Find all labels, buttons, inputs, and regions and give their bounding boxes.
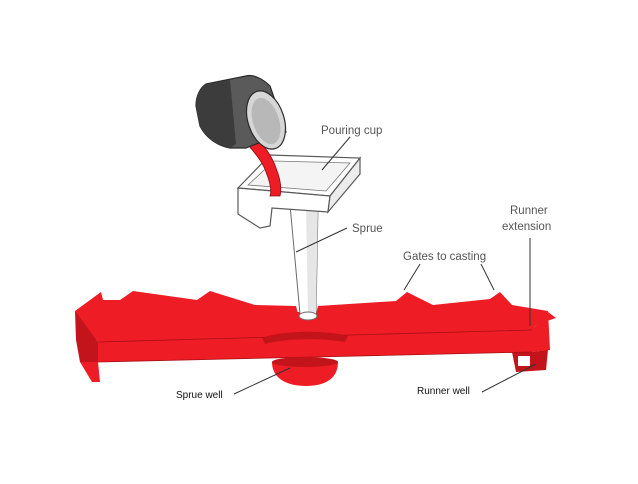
pouring-cup-label: Pouring cup (321, 125, 382, 137)
sprue-label: Sprue (352, 223, 383, 235)
sprue-well-shape (272, 362, 338, 386)
sprue-well-top (272, 357, 338, 367)
gates-to-casting-label: Gates to casting (403, 251, 486, 263)
molten-metal-stream (243, 135, 282, 197)
sprue-leader (295, 227, 348, 253)
runner-extension-label-line1: Runner (510, 205, 548, 217)
gates-leader-left (403, 263, 421, 291)
runner-front-face (98, 330, 532, 362)
sprue-column-shade (306, 205, 318, 314)
runner-well-leader (481, 363, 537, 393)
ladle (195, 74, 287, 150)
pouring-cup-leader (321, 136, 351, 171)
runner-edge-line-2 (97, 351, 533, 363)
sprue (289, 204, 319, 321)
runner-well-label: Runner well (417, 386, 470, 397)
runner-hump (262, 331, 348, 344)
runner-well-notch (518, 356, 530, 366)
runner-system (75, 291, 556, 386)
labels: Pouring cup Sprue Runner extension Gates… (176, 125, 551, 401)
runner-left-end (75, 311, 98, 362)
sprue-well-leader (233, 367, 291, 395)
runner-top-slab (75, 291, 548, 342)
runner-extension-label-line2: extension (502, 221, 551, 233)
runner-left-leg (80, 362, 100, 382)
sprue-base (298, 311, 318, 321)
sprue-well-label: Sprue well (176, 390, 223, 401)
pouring-cup (236, 154, 362, 229)
ladle-shading (196, 80, 236, 148)
pouring-cup-side (327, 156, 361, 214)
runner-right-end (532, 311, 550, 352)
leader-lines (233, 136, 537, 395)
ladle-mouth-inner (251, 97, 281, 145)
gates-leader-right (480, 263, 495, 291)
